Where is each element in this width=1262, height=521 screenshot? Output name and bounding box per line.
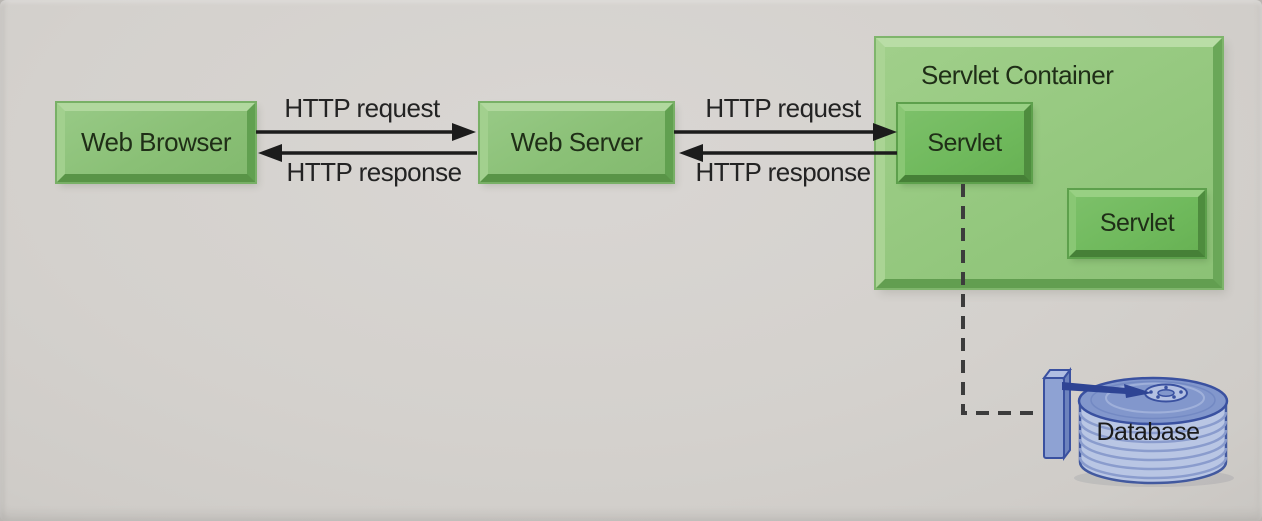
- servlet-container-label: Servlet Container: [921, 60, 1114, 90]
- database-icon: [1042, 367, 1234, 487]
- servlet-box-left: Servlet: [898, 104, 1031, 182]
- node-web-server: Web Server: [480, 103, 673, 182]
- label-http-request-2: HTTP request: [705, 93, 861, 123]
- label-http-request-1: HTTP request: [284, 93, 440, 123]
- arrow-server-to-servlet: [674, 123, 897, 141]
- arrow-browser-to-server: [256, 123, 476, 141]
- web-server-label: Web Server: [510, 127, 643, 157]
- servlet-right-label: Servlet: [1099, 209, 1175, 237]
- database-label: Database: [1096, 418, 1200, 446]
- servlet-left-label: Servlet: [927, 128, 1002, 157]
- label-http-response-1: HTTP response: [286, 157, 462, 187]
- web-browser-label: Web Browser: [80, 127, 232, 157]
- label-http-response-2: HTTP response: [695, 157, 871, 187]
- servlet-box-right: Servlet: [1069, 190, 1205, 257]
- node-web-browser: Web Browser: [57, 103, 255, 182]
